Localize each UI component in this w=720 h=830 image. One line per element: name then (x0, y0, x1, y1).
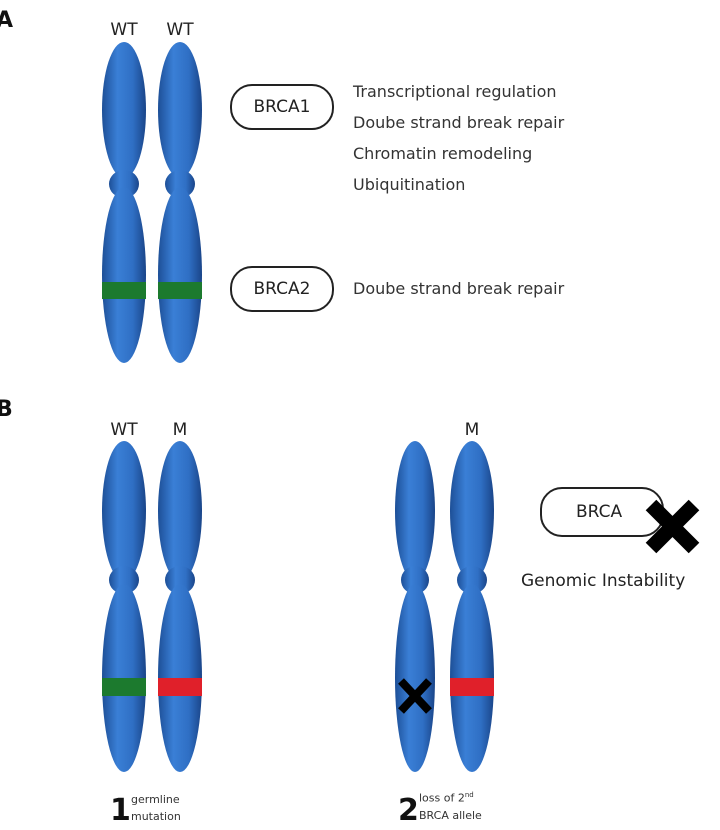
step-caption-1: germline mutation (131, 791, 181, 825)
brca-band-wild-type (102, 678, 146, 696)
caption-line: germline (131, 793, 180, 806)
step-caption-2: loss of 2nd BRCA allele (419, 787, 482, 824)
chromosome-a-1 (102, 42, 146, 363)
cross-icon (398, 678, 432, 714)
chromosome-b2-lost (395, 441, 435, 772)
chromosome-b1-mutant (158, 441, 202, 772)
chromosome-label-mutant: M (172, 420, 188, 440)
function-item: Chromatin remodeling (353, 144, 533, 163)
gene-pill-brca: BRCA (540, 487, 664, 537)
caption-superscript: nd (464, 791, 474, 799)
chromosome-label-wt-1: WT (110, 20, 138, 40)
function-item: Doube strand break repair (353, 279, 565, 298)
cross-icon (645, 499, 700, 554)
step-number-2: 2 (398, 793, 419, 828)
chromosome-label-wt: WT (110, 420, 138, 440)
gene-name-brca1: BRCA1 (253, 97, 311, 117)
caption-text: loss of 2 (419, 791, 465, 805)
function-item: Transcriptional regulation (353, 82, 557, 101)
brca2-functions: Doube strand break repair (353, 273, 564, 304)
brca-band-wild-type (102, 282, 146, 299)
chromosome-b1-wt (102, 441, 146, 772)
gene-name-brca2: BRCA2 (253, 279, 311, 299)
step-number-1: 1 (110, 793, 131, 828)
chromosome-label-wt-2: WT (166, 20, 194, 40)
function-item: Ubiquitination (353, 175, 466, 194)
panel-label-a: A (0, 8, 14, 33)
brca1-functions: Transcriptional regulation Doube strand … (353, 76, 564, 200)
gene-name-brca: BRCA (576, 502, 623, 522)
chromosome-b2-mutant (450, 441, 494, 772)
brca-band-mutant (450, 678, 494, 696)
caption-line: mutation (131, 810, 181, 823)
gene-pill-brca2: BRCA2 (230, 266, 334, 312)
chromosome-label-mutant-step2: M (464, 420, 480, 440)
caption-line: loss of 2nd (419, 787, 482, 807)
panel-label-b: B (0, 397, 13, 422)
brca-band-wild-type (158, 282, 202, 299)
caption-line: BRCA allele (419, 808, 482, 822)
function-item: Doube strand break repair (353, 113, 565, 132)
chromosome-a-2 (158, 42, 202, 363)
gene-pill-brca1: BRCA1 (230, 84, 334, 130)
genomic-instability-label: Genomic Instability (521, 571, 686, 591)
brca-band-mutant (158, 678, 202, 696)
